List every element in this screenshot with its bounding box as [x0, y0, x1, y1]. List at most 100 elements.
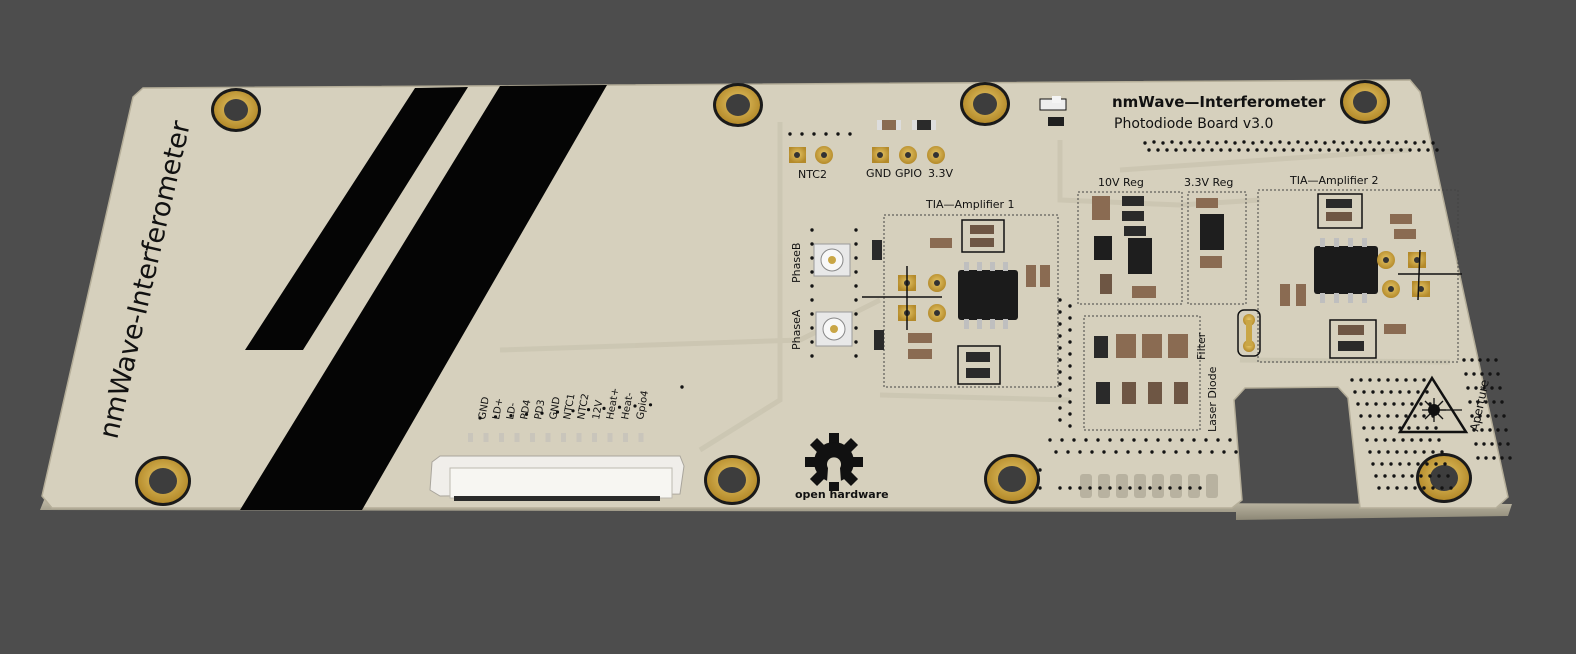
via [854, 270, 858, 274]
via [1478, 358, 1482, 362]
via [1179, 141, 1183, 145]
via [1404, 450, 1408, 454]
via [1273, 148, 1277, 152]
via [1365, 402, 1369, 406]
via [1102, 450, 1106, 454]
via [1188, 140, 1192, 144]
via [617, 405, 622, 409]
via [1486, 414, 1490, 418]
via [1068, 400, 1072, 404]
via [1174, 450, 1178, 454]
laser-diode-pads [1237, 309, 1261, 357]
via [1152, 140, 1156, 144]
via [1407, 390, 1411, 394]
via [1404, 414, 1408, 418]
filter-outline [1083, 315, 1201, 431]
via [1443, 462, 1447, 466]
via [1287, 141, 1291, 145]
connector-pin [592, 433, 597, 442]
via [1168, 438, 1172, 442]
via [1233, 141, 1237, 145]
via [1390, 148, 1394, 152]
via [1480, 428, 1484, 432]
via [1282, 148, 1286, 152]
filter-caps [1094, 334, 1188, 404]
via [788, 132, 792, 136]
via [1108, 438, 1112, 442]
via [1068, 340, 1072, 344]
via [810, 340, 814, 344]
via [1401, 438, 1405, 442]
via [1291, 148, 1295, 152]
via [1437, 474, 1441, 478]
via [1383, 474, 1387, 478]
via [1395, 141, 1399, 145]
pin-label: PD3 [533, 399, 547, 421]
via [1264, 148, 1268, 152]
via [1492, 400, 1496, 404]
via [1478, 414, 1482, 418]
pin-label: NTC1 [562, 393, 577, 421]
via [1068, 364, 1072, 368]
via [1381, 148, 1385, 152]
via [1422, 378, 1426, 382]
via [1365, 438, 1369, 442]
via [1345, 148, 1349, 152]
via [1359, 414, 1363, 418]
via [1224, 140, 1228, 144]
via [1068, 486, 1072, 490]
via [1398, 426, 1402, 430]
tia2-opamp [1314, 238, 1378, 303]
via [1413, 486, 1417, 490]
via [1492, 456, 1496, 460]
laser-diode-label: Laser Diode [1206, 366, 1219, 432]
via [1468, 400, 1472, 404]
via [1474, 442, 1478, 446]
via [1476, 456, 1480, 460]
via [524, 412, 529, 416]
via [1419, 438, 1423, 442]
via [1350, 140, 1354, 144]
via [1404, 140, 1408, 144]
via [1058, 298, 1062, 302]
via [1237, 148, 1241, 152]
ribbon-connector [429, 455, 685, 501]
via [1054, 450, 1058, 454]
via [1389, 462, 1393, 466]
via [1413, 450, 1417, 454]
mask-stripe-thin [245, 87, 468, 350]
reg33-label: 3.3V Reg [1184, 176, 1233, 189]
via [1219, 148, 1223, 152]
via [1216, 438, 1220, 442]
tia2-label: TIA—Amplifier 2 [1289, 174, 1379, 187]
via [1482, 442, 1486, 446]
via [1417, 148, 1421, 152]
via [1502, 414, 1506, 418]
connector-pin [623, 433, 628, 442]
via [1183, 148, 1187, 152]
via [1428, 438, 1432, 442]
via [1392, 402, 1396, 406]
via [1377, 141, 1381, 145]
via [810, 284, 814, 288]
via [1068, 304, 1072, 308]
via [1490, 442, 1494, 446]
via [1470, 358, 1474, 362]
via [1068, 328, 1072, 332]
mask-stripe-wide [240, 85, 607, 510]
via [1072, 438, 1076, 442]
via [1422, 414, 1426, 418]
via [1476, 400, 1480, 404]
via [1048, 438, 1052, 442]
via [1395, 486, 1399, 490]
via [1078, 486, 1082, 490]
filter-label: Filter [1195, 332, 1208, 360]
via [1392, 438, 1396, 442]
via [1490, 386, 1494, 390]
via [680, 385, 684, 389]
tia1-caps [872, 219, 1050, 385]
via [1147, 148, 1151, 152]
status-led [1039, 96, 1067, 126]
via [1380, 390, 1384, 394]
